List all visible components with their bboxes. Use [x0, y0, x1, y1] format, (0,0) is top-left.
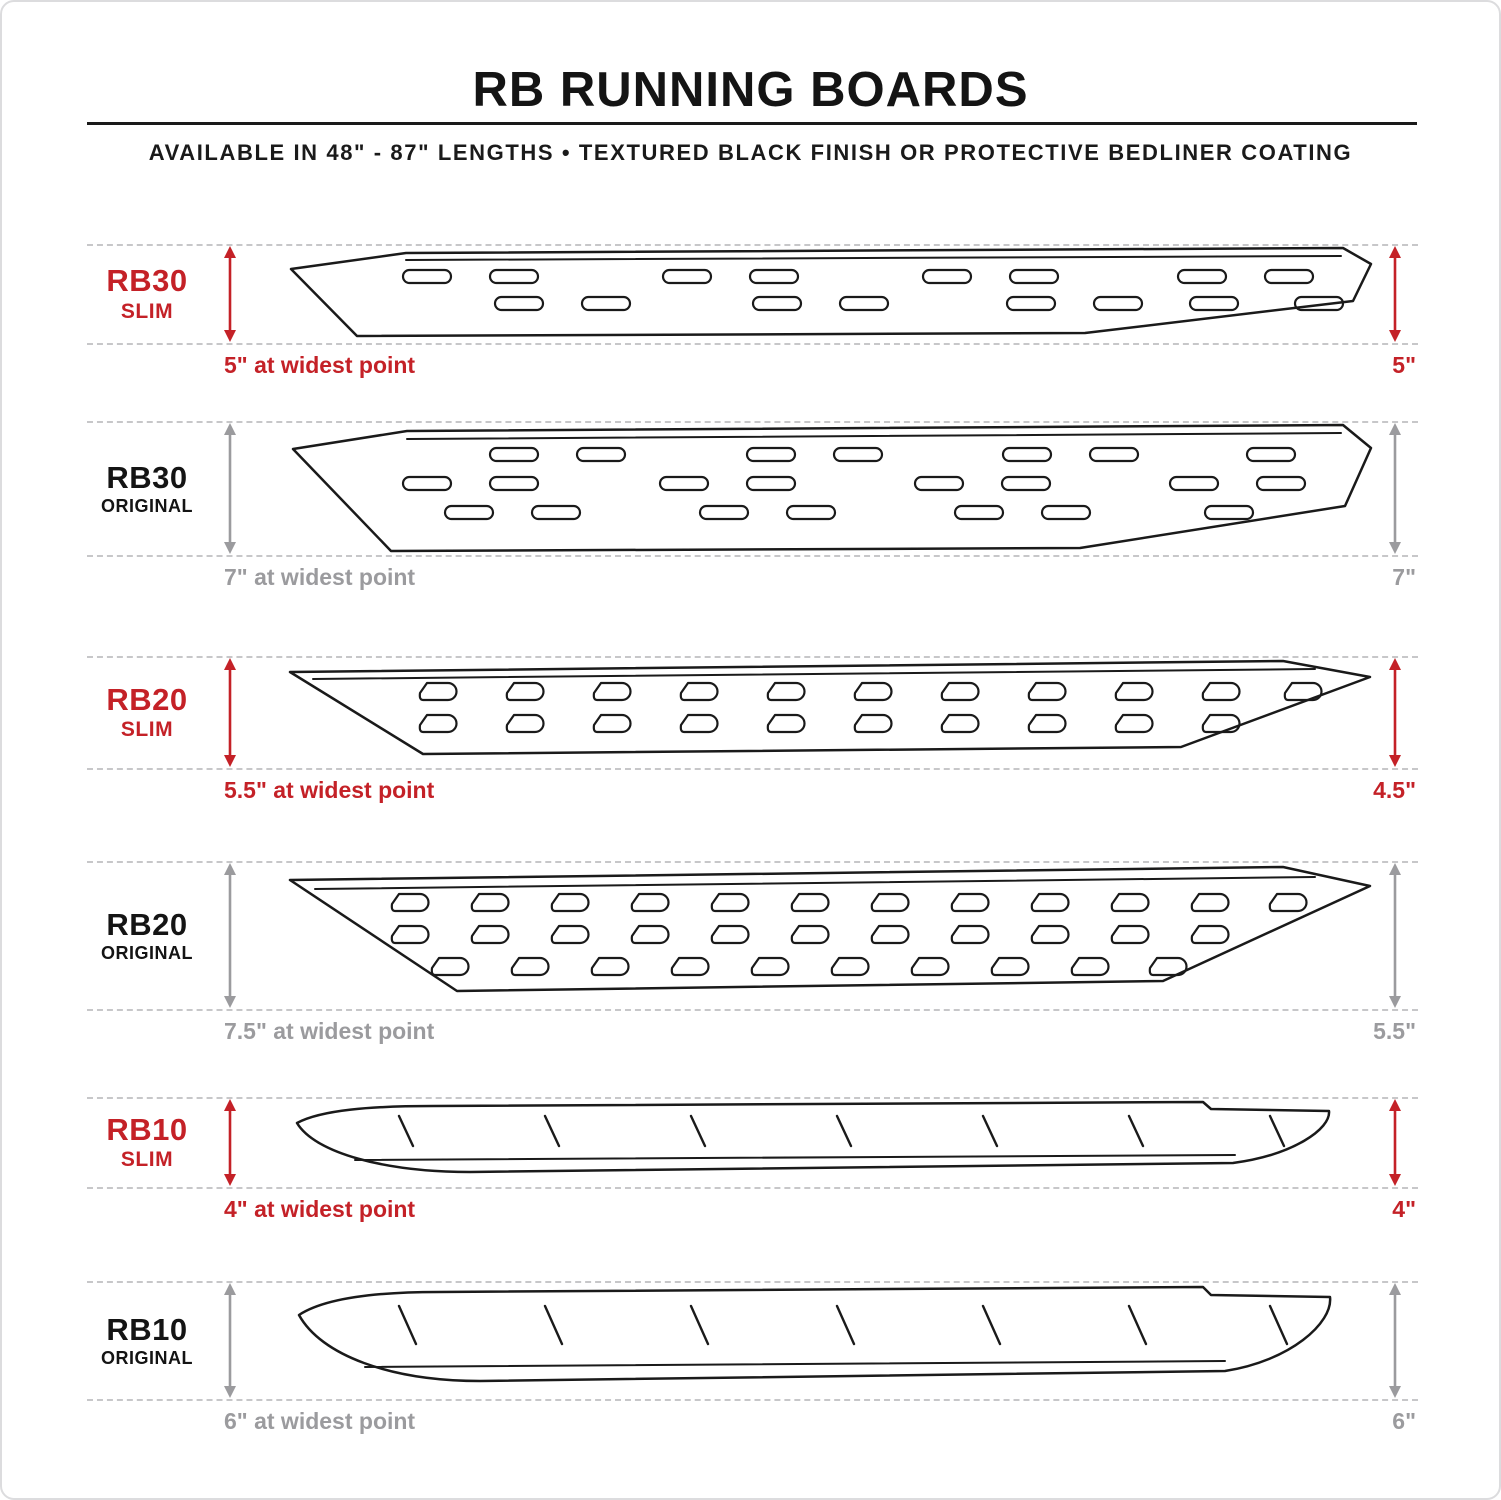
board-row-rb10-original: RB10 ORIGINAL 6" at widest point 6" — [87, 1281, 1418, 1434]
dashed-guide-bottom — [87, 1009, 1418, 1011]
dashed-guide-bottom — [87, 1399, 1418, 1401]
board-drawing-rb30-original — [285, 422, 1375, 555]
model-variant: SLIM — [120, 299, 174, 323]
width-note: 7" at widest point — [224, 564, 416, 590]
left-dimension-arrow — [219, 657, 241, 768]
dashed-guide-bottom — [87, 768, 1418, 770]
left-dimension-arrow — [219, 1282, 241, 1399]
right-dimension-arrow — [1384, 1098, 1406, 1187]
width-note: 5.5" at widest point — [224, 777, 435, 803]
model-variant: SLIM — [120, 718, 174, 742]
left-dimension-arrow — [219, 422, 241, 555]
left-dimension-arrow — [219, 1098, 241, 1187]
right-dimension-value: 5" — [1392, 352, 1416, 378]
board-row-rb10-slim: RB10 SLIM 4" at widest point 4" — [87, 1097, 1418, 1222]
page-title: RB RUNNING BOARDS — [472, 63, 1029, 117]
dashed-guide-top — [87, 1281, 1418, 1283]
left-dimension-arrow — [219, 862, 241, 1009]
model-label: RB30 ORIGINAL — [87, 461, 207, 515]
model-label: RB20 ORIGINAL — [87, 908, 207, 962]
width-note: 7.5" at widest point — [224, 1018, 435, 1044]
dashed-guide-top — [87, 861, 1418, 863]
model-variant: ORIGINAL — [101, 495, 193, 516]
right-dimension-value: 5.5" — [1373, 1018, 1416, 1044]
board-drawing-rb20-slim — [285, 657, 1375, 768]
model-label: RB10 ORIGINAL — [87, 1313, 207, 1367]
model-variant: ORIGINAL — [101, 1347, 193, 1368]
right-dimension-arrow — [1384, 422, 1406, 555]
dashed-guide-bottom — [87, 343, 1418, 345]
board-row-rb30-slim: RB30 SLIM 5" at widest point 5" — [87, 244, 1418, 378]
model-name: RB20 — [106, 681, 188, 717]
left-dimension-arrow — [219, 245, 241, 343]
right-dimension-arrow — [1384, 1282, 1406, 1399]
dashed-guide-bottom — [87, 555, 1418, 557]
board-drawing-rb30-slim — [285, 245, 1375, 343]
dashed-guide-top — [87, 656, 1418, 658]
page-subtitle: AVAILABLE IN 48" - 87" LENGTHS • TEXTURE… — [148, 140, 1353, 165]
model-name: RB10 — [106, 1311, 188, 1347]
model-variant: SLIM — [120, 1148, 174, 1172]
board-row-rb20-original: RB20 ORIGINAL 7.5" at widest point 5.5" — [87, 861, 1418, 1044]
right-dimension-value: 4" — [1392, 1196, 1416, 1222]
model-name: RB30 — [106, 459, 188, 495]
right-dimension-arrow — [1384, 245, 1406, 343]
right-dimension-value: 6" — [1392, 1408, 1416, 1434]
dashed-guide-bottom — [87, 1187, 1418, 1189]
board-drawing-rb20-original — [285, 862, 1375, 1009]
dashed-guide-top — [87, 1097, 1418, 1099]
right-dimension-value: 7" — [1392, 564, 1416, 590]
board-row-rb20-slim: RB20 SLIM 5.5" at widest point 4.5" — [87, 656, 1418, 803]
model-label: RB30 SLIM — [87, 265, 207, 323]
model-variant: ORIGINAL — [101, 942, 193, 963]
model-label: RB20 SLIM — [87, 681, 207, 742]
width-note: 4" at widest point — [224, 1196, 416, 1222]
width-note: 5" at widest point — [224, 352, 416, 378]
right-dimension-value: 4.5" — [1373, 777, 1416, 803]
model-label: RB10 SLIM — [87, 1111, 207, 1172]
board-drawing-rb10-slim — [285, 1098, 1375, 1187]
width-note: 6" at widest point — [224, 1408, 416, 1434]
model-name: RB10 — [106, 1111, 188, 1147]
board-drawing-rb10-original — [285, 1282, 1375, 1399]
model-name: RB30 — [106, 263, 188, 299]
model-name: RB20 — [106, 906, 188, 942]
dashed-guide-top — [87, 244, 1418, 246]
title-rule — [87, 122, 1417, 125]
board-row-rb30-original: RB30 ORIGINAL 7" at widest point 7" — [87, 421, 1418, 590]
right-dimension-arrow — [1384, 862, 1406, 1009]
right-dimension-arrow — [1384, 657, 1406, 768]
dashed-guide-top — [87, 421, 1418, 423]
